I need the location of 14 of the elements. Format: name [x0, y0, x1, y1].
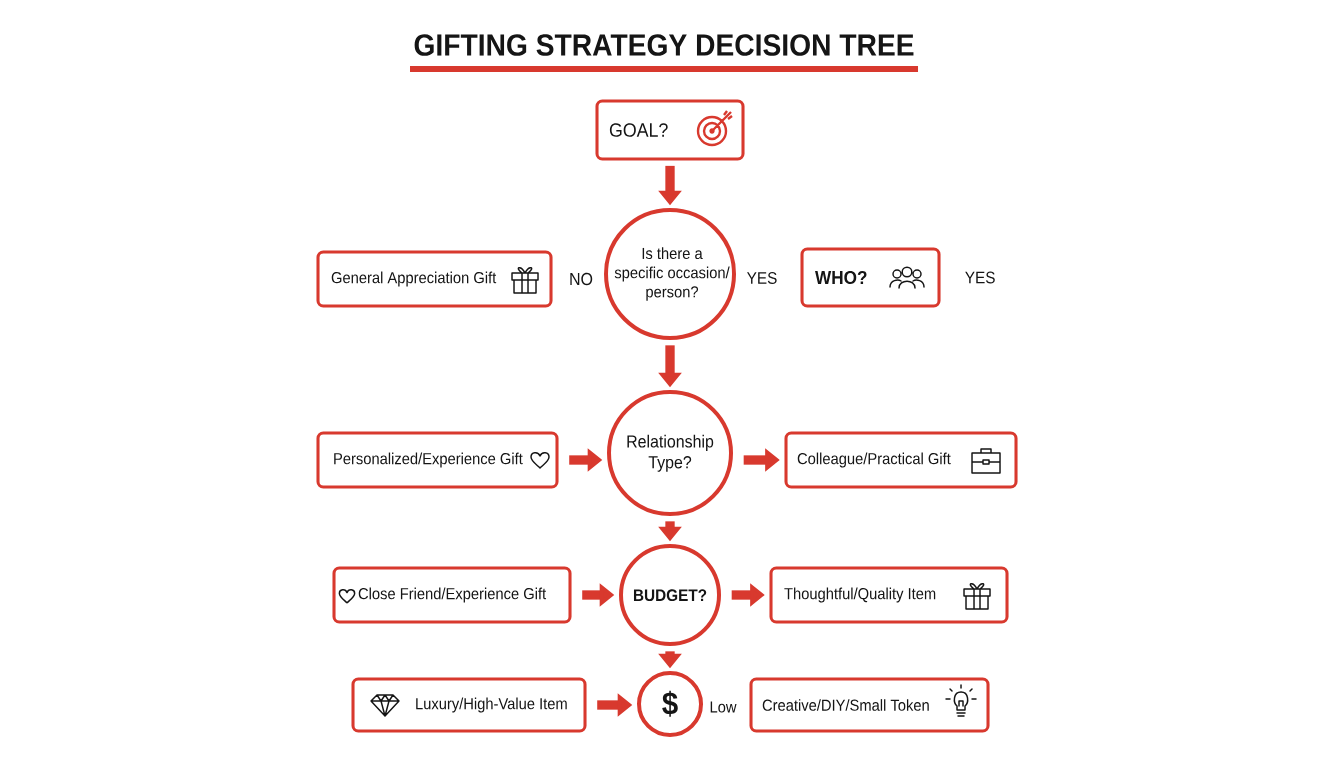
outcome-box: Luxury/High-Value Item: [351, 677, 587, 733]
branch-label: NO: [570, 272, 593, 286]
branch-label: YES: [965, 271, 995, 284]
question-box: WHO?: [800, 247, 941, 308]
outcome-box: Creative/DIY/Small Token: [749, 677, 990, 733]
outcome-box: Close Friend/Experience Gift: [332, 566, 572, 624]
outcome-box: Personalized/Experience Gift: [316, 431, 559, 489]
question-box: GOAL?: [595, 99, 745, 161]
branch-label: YES: [747, 272, 777, 284]
outcome-box: Colleague/Practical Gift: [784, 431, 1018, 489]
outcome-box: Thoughtful/Quality Item: [769, 566, 1009, 624]
title: GIFTING STRATEGY DECISION TREE: [414, 34, 914, 56]
outcome-box: General Appreciation Gift: [316, 250, 553, 308]
branch-label: Low: [710, 701, 737, 713]
